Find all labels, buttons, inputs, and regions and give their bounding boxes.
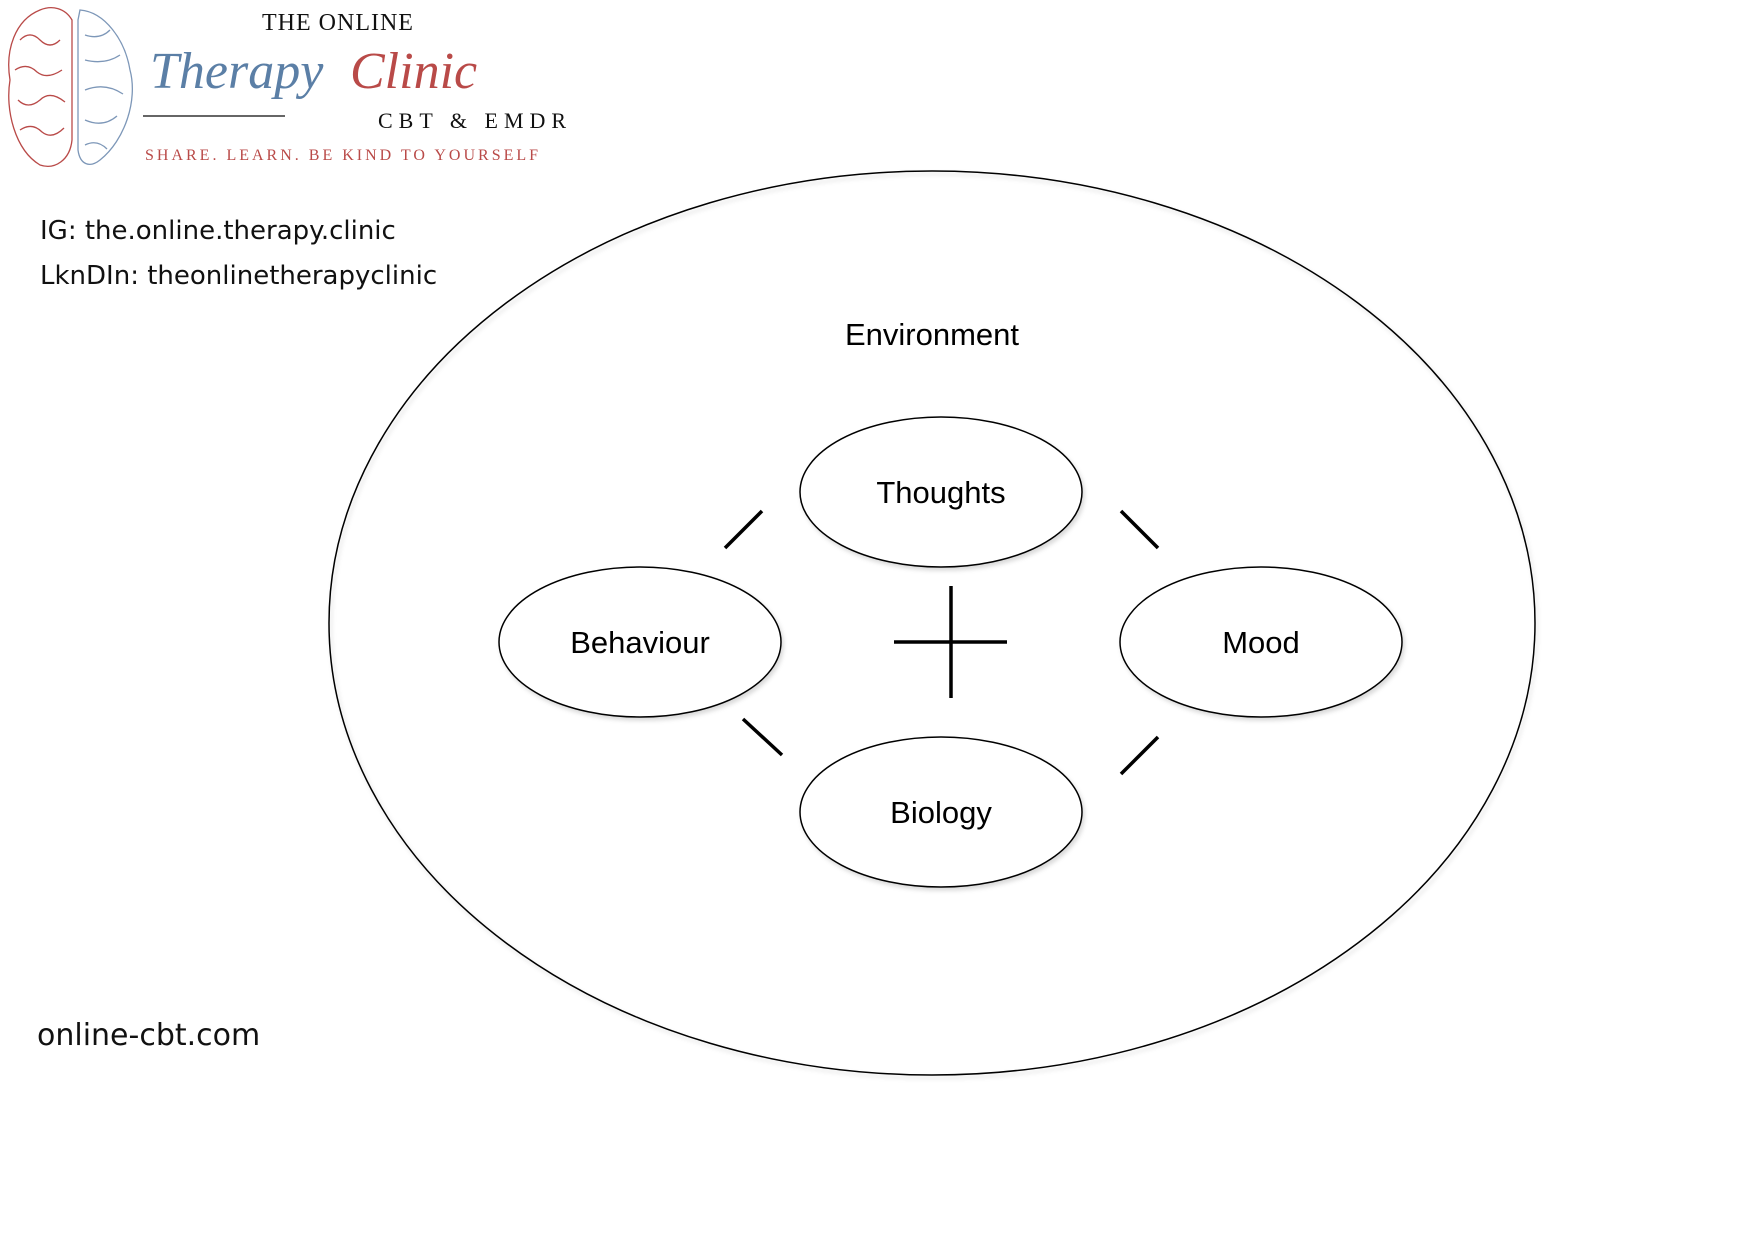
environment-ellipse: [328, 170, 1536, 1076]
behaviour-label: Behaviour: [570, 625, 710, 660]
biology-label: Biology: [890, 795, 992, 830]
logo-line3: CBT & EMDR: [378, 108, 572, 133]
logo-tagline: SHARE. LEARN. BE KIND TO YOURSELF: [145, 147, 541, 164]
thoughts-node: [799, 416, 1083, 568]
clinic-logo: THE ONLINE Therapy Clinic CBT & EMDR SHA…: [8, 7, 572, 167]
website-link[interactable]: online-cbt.com: [37, 1018, 261, 1053]
connector-behaviour-biology: [741, 717, 784, 757]
logo-therapy: Therapy: [150, 43, 324, 100]
mood-label: Mood: [1222, 625, 1300, 660]
connector-thoughts-mood: [1119, 509, 1160, 550]
behaviour-node: [498, 566, 782, 718]
connectors: [723, 509, 1160, 776]
instagram-handle: IG: the.online.therapy.clinic: [40, 216, 396, 246]
logo-clinic: Clinic: [350, 43, 477, 100]
thoughts-label: Thoughts: [876, 475, 1005, 510]
connector-biology-mood: [1119, 735, 1160, 776]
biology-node: [799, 736, 1083, 888]
connector-behaviour-thoughts: [723, 509, 764, 550]
environment-label: Environment: [845, 317, 1019, 352]
mood-node: [1119, 566, 1403, 718]
linkedin-handle: LknDIn: theonlinetherapyclinic: [40, 261, 438, 291]
brain-icon: [8, 7, 133, 167]
logo-line1: THE ONLINE: [262, 10, 414, 36]
